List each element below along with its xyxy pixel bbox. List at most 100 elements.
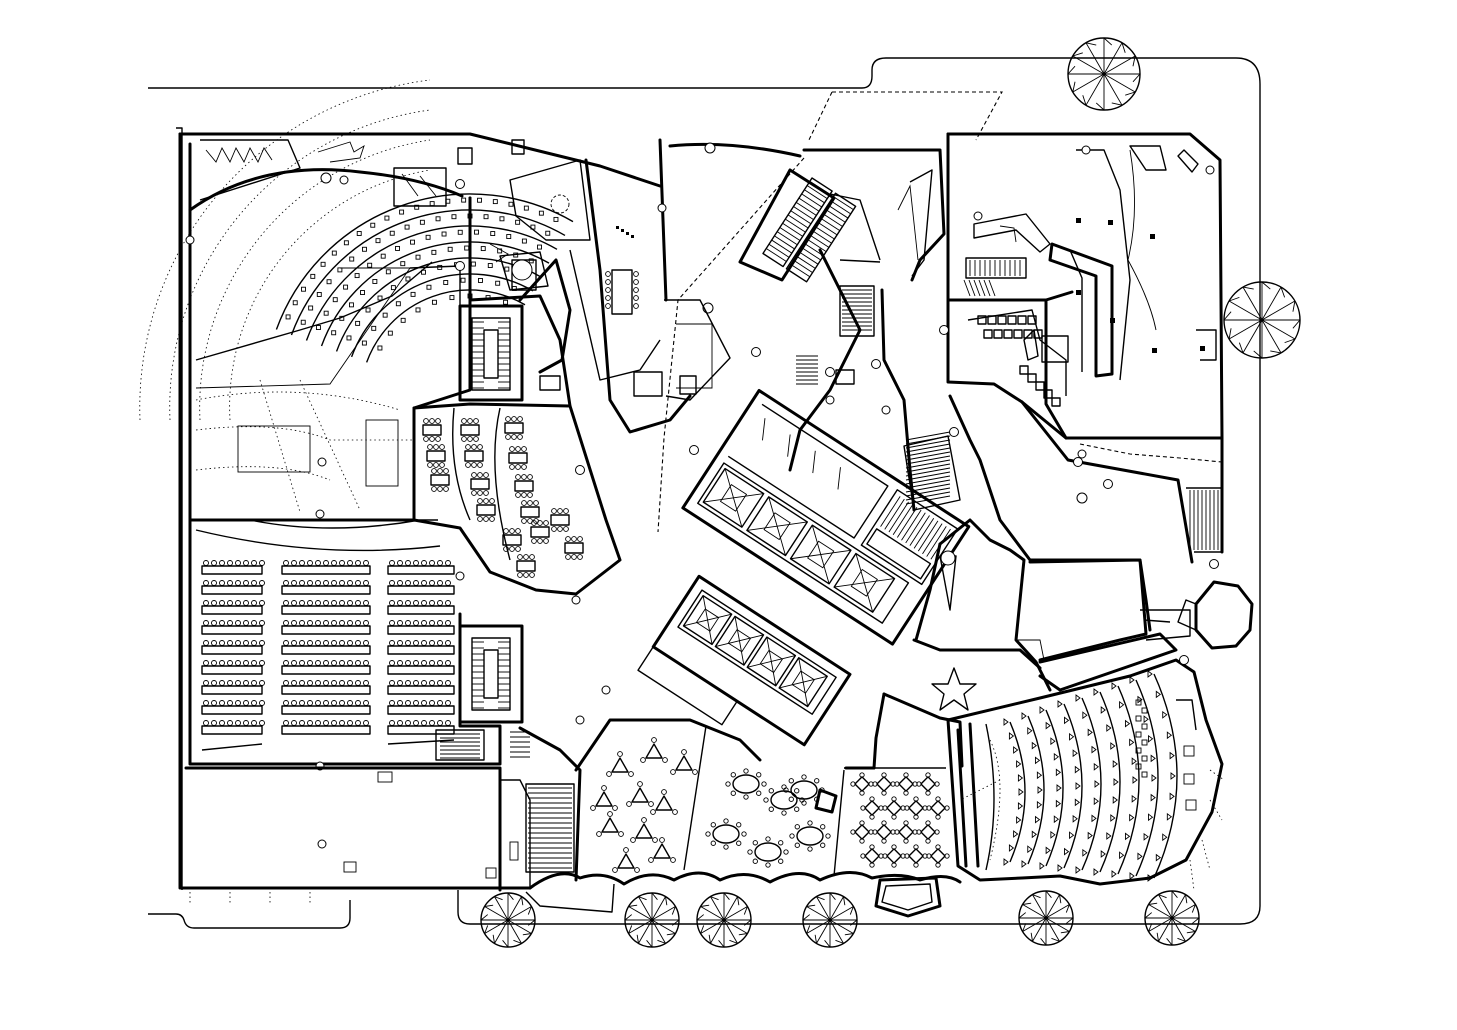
tree-icon: [1144, 890, 1200, 946]
seat: [1094, 780, 1100, 788]
seat: [203, 620, 209, 626]
seat: [1069, 732, 1075, 741]
seat: [553, 216, 559, 222]
seat: [307, 560, 313, 566]
tree-icon: [480, 892, 536, 948]
seat: [219, 620, 225, 626]
seat: [323, 700, 329, 706]
seat: [1112, 796, 1118, 804]
seat: [363, 660, 369, 666]
column-icon: [455, 179, 465, 189]
seat: [1034, 756, 1041, 765]
seat: [299, 620, 305, 626]
seat: [211, 580, 217, 586]
seat-row: [387, 585, 455, 595]
seat: [1075, 694, 1081, 702]
seat: [1069, 831, 1075, 840]
seat: [219, 660, 225, 666]
seat: [355, 320, 361, 326]
seat: [1129, 676, 1135, 684]
seat: [355, 700, 361, 706]
seat: [545, 230, 551, 236]
seat: [355, 720, 361, 726]
seat: [251, 660, 257, 666]
seat: [421, 660, 427, 666]
seat: [1106, 832, 1112, 840]
seat: [426, 284, 432, 290]
seat: [1119, 700, 1125, 709]
seat: [283, 600, 289, 606]
seat: [384, 215, 390, 221]
seat: [437, 640, 443, 646]
seat: [1155, 853, 1162, 862]
column-icon: [1103, 479, 1113, 489]
seat: [474, 229, 479, 235]
seat: [291, 600, 297, 606]
seat: [371, 325, 377, 331]
seat: [429, 700, 435, 706]
seat: [389, 620, 395, 626]
seat: [339, 580, 345, 586]
seat: [405, 276, 411, 282]
seat: [437, 700, 443, 706]
seat: [363, 720, 369, 726]
tree-icon: [696, 892, 752, 948]
seat: [259, 660, 265, 666]
seat: [251, 680, 257, 686]
table: [470, 478, 490, 490]
northwest-entry: [199, 139, 525, 207]
seat: [219, 580, 225, 586]
seat: [421, 700, 427, 706]
seat: [251, 640, 257, 646]
seat: [421, 620, 427, 626]
seat: [360, 290, 365, 295]
seat: [283, 660, 289, 666]
seat: [363, 600, 369, 606]
seat: [1093, 762, 1099, 771]
seat: [299, 700, 305, 706]
central-washroom-block: [681, 388, 971, 646]
seat: [1093, 797, 1099, 806]
seat: [480, 246, 486, 252]
column-icon: [575, 465, 585, 475]
seat: [291, 720, 297, 726]
seat: [331, 250, 337, 256]
seat: [425, 234, 431, 240]
central-lobby: [844, 518, 1148, 770]
seat: [445, 720, 451, 726]
tree-icon: [624, 892, 680, 948]
seat: [431, 249, 437, 255]
seat: [503, 299, 509, 305]
seat: [251, 600, 257, 606]
seat: [478, 278, 483, 283]
seat: [291, 640, 297, 646]
east-theatre: [946, 580, 1254, 891]
seat: [219, 680, 225, 686]
table: [920, 824, 936, 840]
seat-row: [281, 725, 371, 735]
seat: [413, 620, 419, 626]
seat: [397, 600, 403, 606]
seat-row: [1027, 715, 1045, 865]
seat: [331, 560, 337, 566]
seat: [413, 560, 419, 566]
table: [631, 787, 649, 803]
seat: [337, 267, 343, 273]
seat: [291, 620, 297, 626]
seat: [1056, 784, 1062, 792]
seat: [397, 580, 403, 586]
seat: [413, 720, 419, 726]
seat: [243, 620, 249, 626]
seat: [397, 700, 403, 706]
seat: [235, 640, 241, 646]
seat: [515, 219, 521, 225]
table: [617, 853, 635, 869]
seat: [203, 640, 209, 646]
seat: [1013, 830, 1019, 838]
seat: [1072, 814, 1078, 823]
seat: [283, 640, 289, 646]
seat: [363, 640, 369, 646]
south-wavy-facade: [528, 871, 962, 890]
seat: [292, 300, 298, 306]
table: [886, 800, 902, 816]
